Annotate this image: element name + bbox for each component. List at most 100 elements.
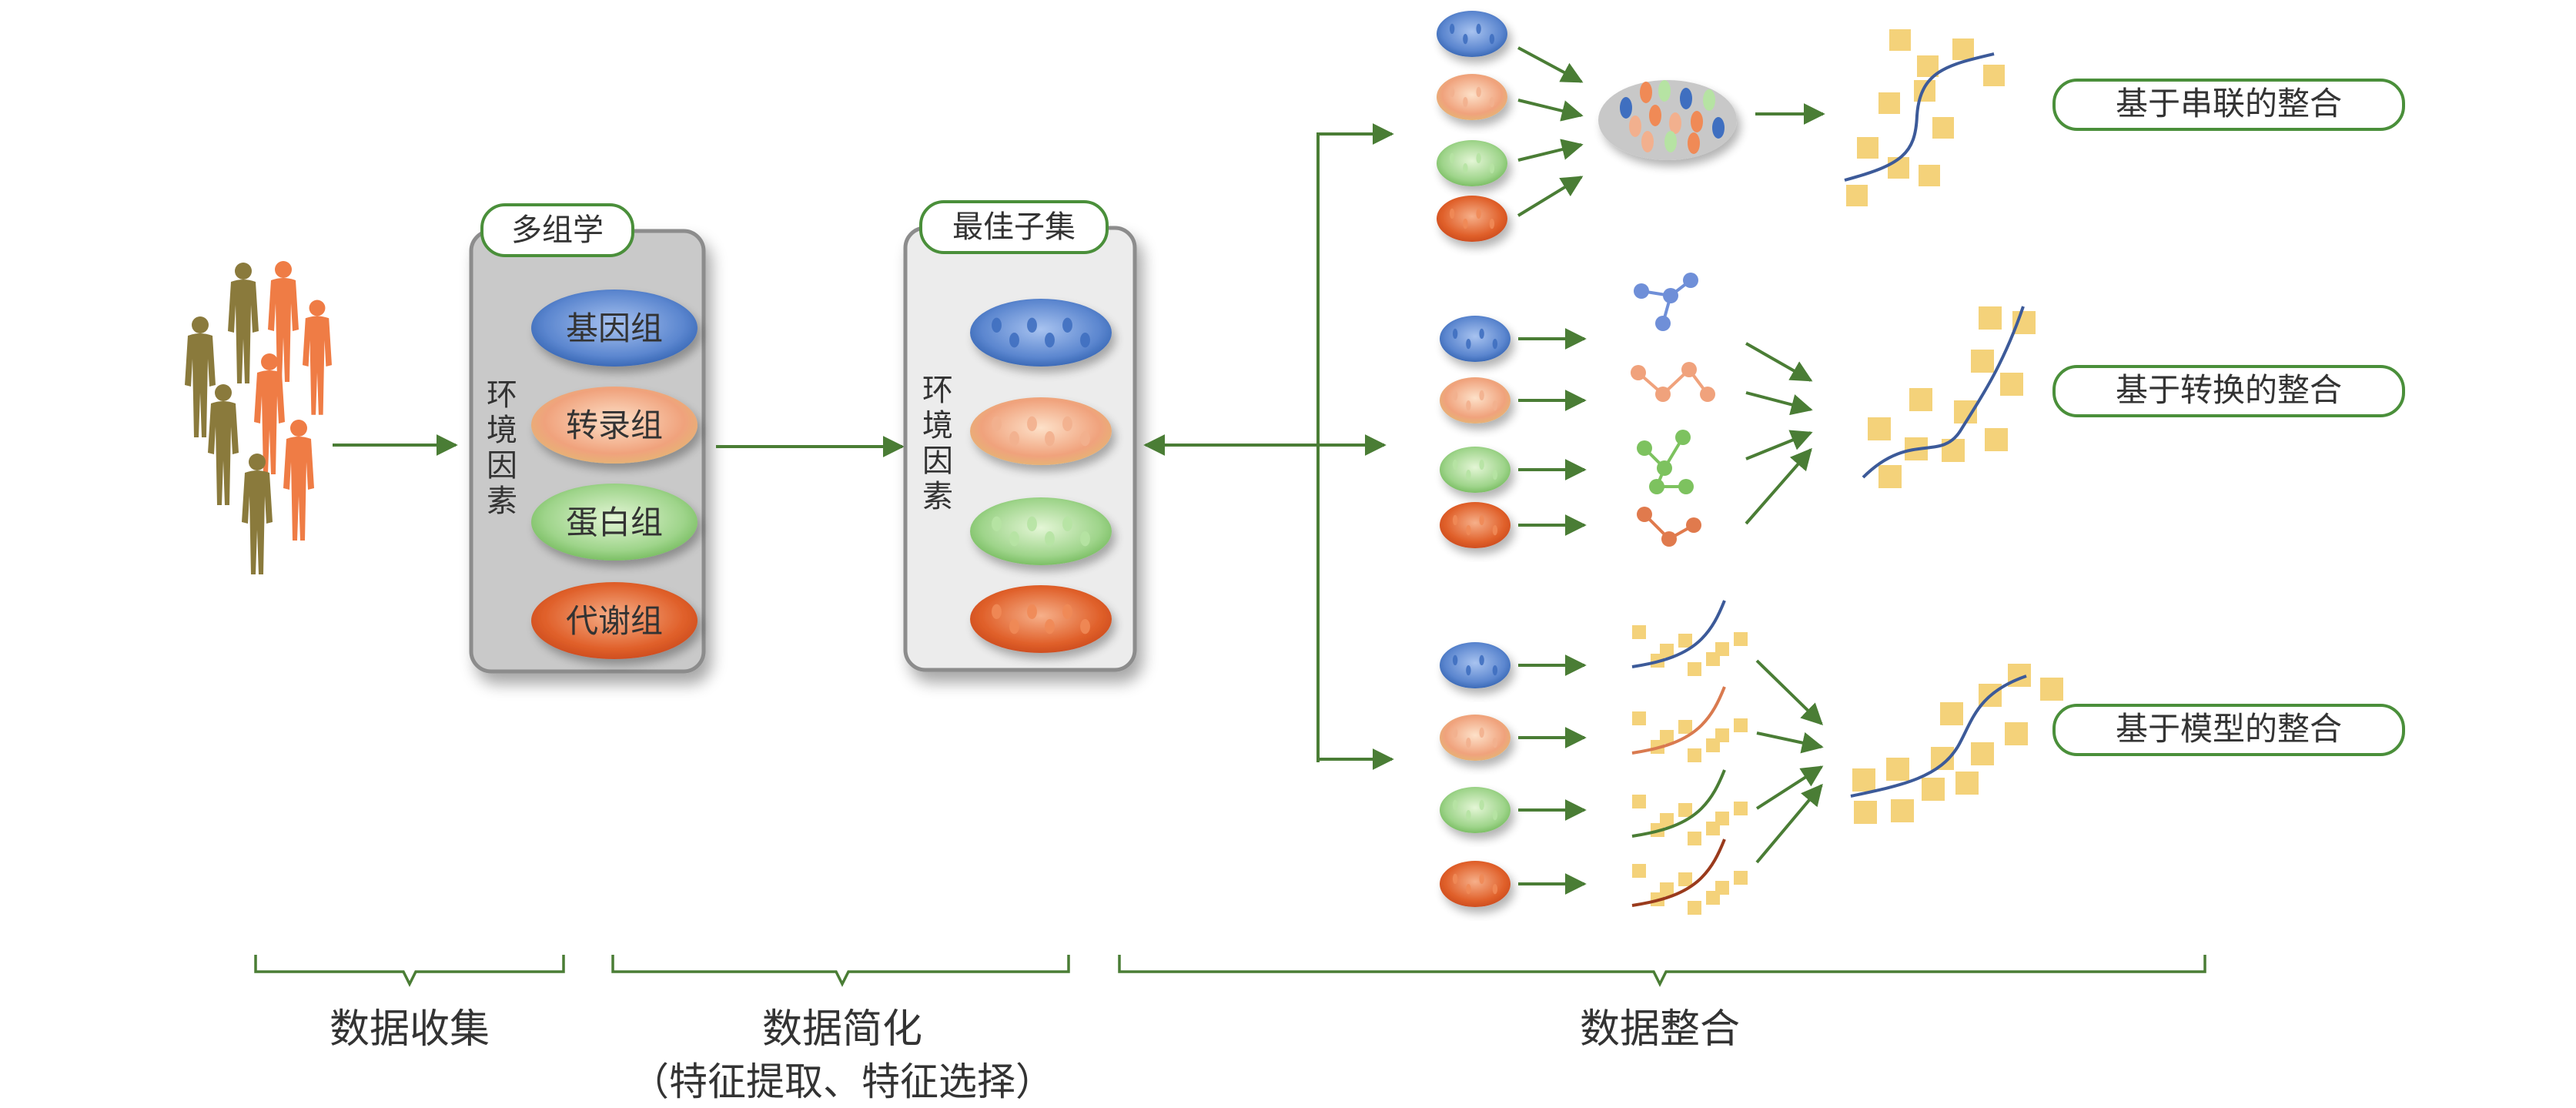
network-node bbox=[1681, 362, 1697, 377]
matrix-dot bbox=[1641, 131, 1654, 152]
row3-omics-2-dot bbox=[1479, 799, 1484, 810]
subset-layer-2 bbox=[970, 497, 1112, 565]
data-square bbox=[1952, 38, 1974, 60]
row2-omics-3-dot bbox=[1492, 525, 1498, 536]
omics-side-label: 环境因素 bbox=[487, 377, 517, 519]
row3-omics-1 bbox=[1440, 715, 1510, 761]
transformation-row bbox=[1440, 273, 2036, 548]
subset-layer-2-dot bbox=[1027, 516, 1037, 531]
mini-square bbox=[1678, 803, 1692, 817]
matrix-dot bbox=[1688, 132, 1700, 154]
mini-square bbox=[1715, 728, 1729, 742]
subset-layer-3-dot bbox=[1027, 604, 1037, 619]
mini-square bbox=[1688, 662, 1701, 676]
data-square bbox=[2005, 722, 2028, 745]
row1-arrow-3 bbox=[1517, 176, 1584, 217]
method-pill-model: 基于模型的整合 bbox=[2052, 704, 2405, 756]
person-figure-7 bbox=[242, 454, 273, 574]
omics-title: 多组学 bbox=[511, 213, 604, 248]
network-node bbox=[1675, 430, 1691, 445]
row1-omics-3-body bbox=[1437, 196, 1507, 242]
network-node bbox=[1634, 283, 1649, 299]
subset-layer-3-dot bbox=[1080, 619, 1090, 634]
omics-layer-label: 蛋白组 bbox=[566, 504, 663, 541]
network-graph-2 bbox=[1637, 430, 1694, 494]
fit-curve bbox=[1850, 675, 2027, 798]
mini-square bbox=[1660, 730, 1674, 744]
subset-layer-2-dot bbox=[1080, 531, 1090, 547]
omics-layer-ellipse bbox=[531, 582, 698, 659]
mini-square bbox=[1660, 644, 1674, 658]
row3-omics-2 bbox=[1440, 787, 1510, 833]
row3-omics-3-dot bbox=[1492, 884, 1498, 895]
subset-layer-1-body bbox=[970, 397, 1112, 465]
row1-omics-2-dot bbox=[1476, 152, 1481, 163]
network-node bbox=[1655, 316, 1671, 331]
network-node bbox=[1700, 387, 1715, 402]
data-square bbox=[1909, 388, 1932, 411]
fit-curve bbox=[1844, 52, 1995, 182]
subset-layer-0 bbox=[970, 299, 1112, 367]
subset-box: 最佳子集 环境因素 bbox=[903, 200, 1137, 672]
omics-layer-ellipse bbox=[531, 290, 698, 367]
omics-layer-1: 转录组 bbox=[531, 387, 698, 464]
mini-square bbox=[1678, 872, 1692, 886]
network-node bbox=[1661, 531, 1677, 547]
omics-layer-label: 转录组 bbox=[566, 407, 663, 444]
row3-omics-1-dot bbox=[1479, 727, 1484, 738]
row2-omics-3 bbox=[1440, 502, 1510, 548]
subset-layer-3-dot bbox=[1009, 619, 1019, 634]
row2-omics-3-body bbox=[1440, 502, 1510, 548]
network-node bbox=[1683, 273, 1698, 288]
subset-layer-0-dot bbox=[1045, 333, 1055, 348]
person-figure-5 bbox=[208, 384, 239, 505]
mini-square bbox=[1734, 802, 1748, 815]
network-graph-3 bbox=[1637, 507, 1701, 547]
data-square bbox=[1891, 799, 1914, 822]
subset-layer-0-dot bbox=[1062, 317, 1072, 333]
row2-omics-1 bbox=[1440, 377, 1510, 423]
mini-square bbox=[1678, 720, 1692, 734]
subset-layer-2-dot bbox=[1009, 531, 1019, 547]
row1-omics-2 bbox=[1437, 140, 1507, 186]
row2-omics-1-dot bbox=[1466, 400, 1471, 411]
row3-omics-2-dot bbox=[1452, 799, 1458, 810]
row3-merge-arrow-3 bbox=[1755, 783, 1823, 864]
method-pill-concatenation: 基于串联的整合 bbox=[2052, 79, 2405, 131]
row3-omics-2-dot bbox=[1492, 810, 1498, 821]
data-square bbox=[1955, 772, 1979, 795]
subset-layer-3-dot bbox=[992, 604, 1002, 619]
mini-square bbox=[1688, 748, 1701, 762]
mini-square bbox=[1734, 718, 1748, 732]
data-square bbox=[1852, 768, 1875, 792]
data-square bbox=[1889, 29, 1911, 51]
row1-omics-2-body bbox=[1437, 140, 1507, 186]
row3-merge-arrow-1 bbox=[1756, 731, 1824, 754]
matrix-dot bbox=[1703, 89, 1715, 111]
subset-layer-0-dot bbox=[1080, 333, 1090, 348]
omics-layer-ellipse bbox=[531, 484, 698, 561]
data-square bbox=[1940, 702, 1963, 725]
subset-layer-1-dot bbox=[1062, 416, 1072, 431]
subset-layer-3 bbox=[970, 585, 1112, 653]
subset-layer-1 bbox=[970, 397, 1112, 465]
data-square bbox=[1985, 428, 2008, 451]
row3-omics-3-dot bbox=[1452, 873, 1458, 884]
data-square bbox=[1886, 758, 1909, 781]
data-square bbox=[1854, 801, 1877, 824]
matrix-dot bbox=[1640, 82, 1652, 103]
subset-layer-2-dot bbox=[1045, 531, 1055, 547]
row1-omics-1-dot bbox=[1463, 97, 1468, 108]
subset-layer-0-body bbox=[970, 299, 1112, 367]
row1-arrow-2 bbox=[1517, 139, 1584, 162]
subset-layer-3-dot bbox=[1062, 604, 1072, 619]
data-square bbox=[1914, 80, 1935, 102]
row2-merge-arrow-0 bbox=[1745, 342, 1813, 382]
brace-reduction bbox=[611, 955, 1070, 987]
row3-omics-3-dot bbox=[1479, 873, 1484, 884]
row2-omics-0 bbox=[1440, 316, 1510, 362]
row3-omics-0 bbox=[1440, 642, 1510, 688]
mini-square bbox=[1632, 864, 1646, 878]
person-figure-2 bbox=[303, 300, 332, 415]
